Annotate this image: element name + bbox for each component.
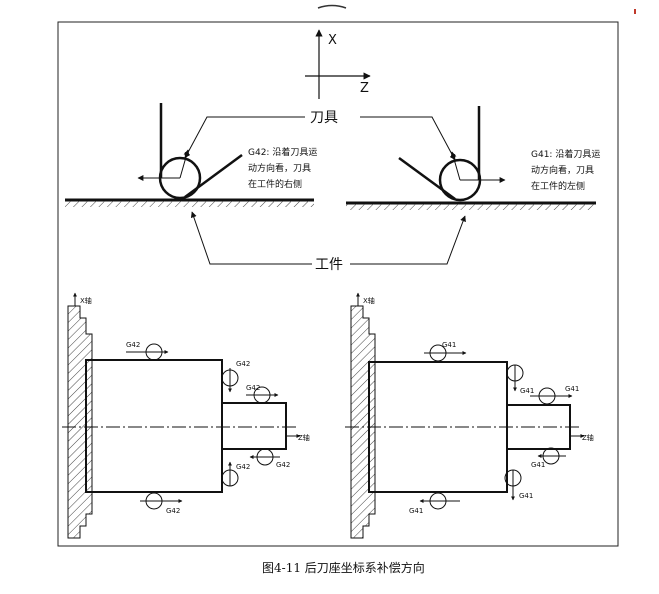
x-axis-small-label: X轴 — [363, 296, 375, 305]
lower-right-lathe-diagram: X轴 Z轴 G41 G41 G41 G41 G41 G41 — [345, 292, 594, 539]
g42-label: G42 — [236, 360, 250, 368]
g42-desc-line: 动方向看，刀具 — [248, 162, 311, 174]
g41-tool-diagram — [346, 106, 596, 210]
coordinate-axes: X Z — [305, 29, 371, 99]
g41-label: G41 — [442, 341, 456, 349]
workpiece-hatch-left — [65, 201, 314, 207]
x-axis-label: X — [328, 33, 337, 48]
x-axis-small-label: X轴 — [80, 296, 92, 305]
chuck-hatched — [67, 305, 93, 539]
workpiece-step — [221, 402, 287, 450]
figure-frame — [57, 21, 619, 547]
g42-tool-diagram — [65, 103, 314, 207]
g41-label: G41 — [519, 492, 533, 500]
g41-label: G41 — [409, 507, 423, 515]
chuck-hatched — [350, 305, 376, 539]
g42-desc-line: 在工件的右侧 — [248, 178, 302, 190]
z-axis-small-label: Z轴 — [582, 433, 594, 442]
workpiece-label: 工件 — [315, 257, 343, 273]
g42-description: G42: 沿着刀具运 动方向看，刀具 在工件的右侧 — [248, 146, 317, 190]
z-axis-small-label: Z轴 — [298, 433, 310, 442]
lower-left-lathe-diagram: X轴 Z轴 G42 G42 G42 G42 G42 G42 — [62, 292, 310, 539]
g41-description: G41: 沿着刀具运 动方向看，刀具 在工件的左侧 — [531, 148, 600, 192]
tool-leader-lines — [184, 116, 456, 161]
figure-caption: 图4-11 后刀座坐标系补偿方向 — [262, 560, 425, 575]
g41-desc-line: G41: 沿着刀具运 — [531, 148, 600, 160]
workpiece-body — [85, 359, 223, 493]
g42-desc-line: G42: 沿着刀具运 — [248, 146, 317, 158]
g41-label: G41 — [531, 461, 545, 469]
top-arc-mark — [317, 4, 347, 9]
g42-label: G42 — [126, 341, 140, 349]
g42-label: G42 — [276, 461, 290, 469]
g41-desc-line: 动方向看，刀具 — [531, 164, 594, 176]
z-axis-label: Z — [360, 81, 369, 96]
g41-desc-line: 在工件的左侧 — [531, 180, 585, 192]
g42-label: G42 — [166, 507, 180, 515]
workpiece-leader-lines — [190, 211, 466, 265]
tool-label: 刀具 — [310, 110, 338, 126]
g42-label: G42 — [246, 384, 260, 392]
red-mark — [634, 9, 636, 14]
g41-label: G41 — [520, 387, 534, 395]
g41-label: G41 — [565, 385, 579, 393]
g42-label: G42 — [236, 463, 250, 471]
workpiece-hatch-right — [346, 204, 596, 210]
